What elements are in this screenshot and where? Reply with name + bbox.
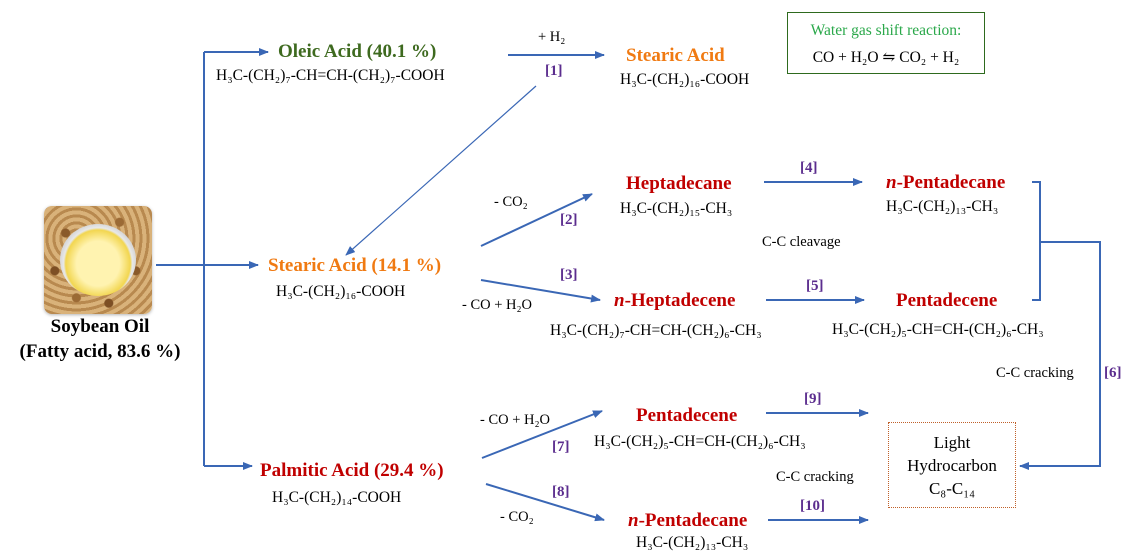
arrow-step-2 (480, 193, 593, 247)
step-10-label: [10] (800, 498, 825, 514)
step-2-label: [2] (560, 212, 578, 228)
step-1-label: [1] (545, 63, 563, 79)
step-5-label: [5] (806, 278, 824, 294)
light-hydrocarbon-box: Light Hydrocarbon C₈-C₁₄ (888, 422, 1016, 508)
palmitic-acid-name: Palmitic Acid (29.4 %) (260, 460, 444, 481)
n-pentadecane-top-name: n-Pentadecane (886, 173, 1005, 192)
bracket-c15-products (1032, 181, 1041, 301)
cc-cracking-right-note: C-C cracking (996, 365, 1074, 381)
water-gas-shift-box: Water gas shift reaction: CO + H₂O ⇋ CO₂… (787, 12, 985, 74)
heptadecane-name: Heptadecane (626, 173, 732, 194)
arrow-stearic-return (345, 85, 537, 256)
n-heptadecene-formula: H₃C-(CH₂)₇-CH=CH-(CH₂)₆-CH₃ (550, 322, 762, 339)
arrow-step-3 (480, 279, 601, 303)
step-9-label: [9] (804, 391, 822, 407)
palmitic-acid-formula: H₃C-(CH₂)₁₄-COOH (272, 489, 402, 506)
oleic-acid-name: Oleic Acid (40.1 %) (278, 41, 437, 62)
condition-h2: + H₂ (538, 29, 566, 45)
condition-co-h2o-bottom: - CO + H₂O (480, 412, 551, 428)
stearic-product-name: Stearic Acid (626, 45, 725, 66)
pentadecene-top-formula: H₃C-(CH₂)₅-CH=CH-(CH₂)₆-CH₃ (832, 321, 1044, 338)
n-heptadecene-name-text: -Heptadecene (624, 290, 736, 311)
step-7-label: [7] (552, 439, 570, 455)
light-hydrocarbon-line2: Hydrocarbon (907, 456, 997, 475)
n-pentadecane-bottom-name: n-Pentadecane (628, 511, 747, 530)
feed-label: Soybean Oil (Fatty acid, 83.6 %) (0, 314, 200, 364)
pentadecene-bottom-name: Pentadecene (636, 405, 738, 426)
feed-name: Soybean Oil (50, 316, 150, 337)
n-pentadecane-top-formula: H₃C-(CH₂)₁₃-CH₃ (886, 198, 999, 215)
light-hydrocarbon-line3: C₈-C₁₄ (928, 479, 976, 498)
cc-cracking-bottom-note: C-C cracking (776, 469, 854, 485)
pentadecene-top-name: Pentadecene (896, 290, 998, 311)
n-pentadecane-top-name-text: -Pentadecane (896, 172, 1006, 193)
n-heptadecene-prefix: n (614, 290, 625, 311)
step-4-label: [4] (800, 160, 818, 176)
n-pentadecane-bottom-formula: H₃C-(CH₂)₁₃-CH₃ (636, 534, 749, 551)
arrow-step-6 (1019, 241, 1101, 470)
condition-co2-bottom: - CO₂ (500, 509, 534, 525)
pentadecene-bottom-formula: H₃C-(CH₂)₅-CH=CH-(CH₂)₆-CH₃ (594, 433, 806, 450)
stearic-acid-name: Stearic Acid (14.1 %) (268, 255, 442, 276)
oleic-acid-formula: H₃C-(CH₂)₇-CH=CH-(CH₂)₇-COOH (216, 67, 445, 84)
n-pentadecane-bottom-name-text: -Pentadecane (638, 510, 748, 531)
arrow-step-7 (481, 410, 603, 459)
feed-composition: (Fatty acid, 83.6 %) (19, 341, 181, 362)
n-pentadecane-bottom-prefix: n (628, 510, 639, 531)
stearic-acid-formula: H₃C-(CH₂)₁₆-COOH (276, 283, 406, 300)
condition-co2-top: - CO₂ (494, 194, 528, 210)
heptadecane-formula: H₃C-(CH₂)₁₅-CH₃ (620, 200, 733, 217)
step-8-label: [8] (552, 484, 570, 500)
soybean-oil-bowl-icon (44, 206, 152, 314)
step-3-label: [3] (560, 267, 578, 283)
stearic-product-formula: H₃C-(CH₂)₁₆-COOH (620, 71, 750, 88)
light-hydrocarbon-line1: Light (933, 433, 971, 452)
step-6-label: [6] (1104, 365, 1122, 381)
n-pentadecane-top-prefix: n (886, 172, 897, 193)
arrow-step-8 (485, 483, 605, 522)
condition-co-h2o-top: - CO + H₂O (462, 297, 533, 313)
cc-cleavage-note: C-C cleavage (762, 234, 841, 250)
water-gas-shift-title: Water gas shift reaction: (810, 22, 962, 39)
water-gas-shift-equation: CO + H₂O ⇋ CO₂ + H₂ (812, 49, 960, 66)
n-heptadecene-name: n-Heptadecene (614, 291, 735, 310)
